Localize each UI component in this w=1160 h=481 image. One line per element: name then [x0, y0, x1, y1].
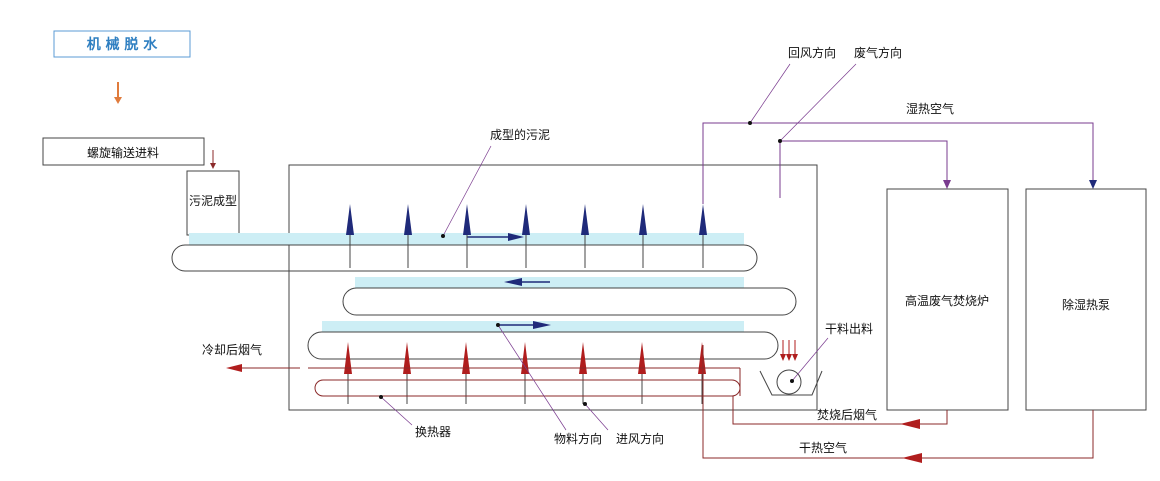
material-arrow-left-2: [504, 278, 522, 286]
heat-exchanger-label: 换热器: [415, 425, 451, 439]
dry-hot-air-arrow: [902, 453, 922, 463]
dry-discharge-arrows: [780, 340, 798, 361]
heat-pump-label: 除湿热泵: [1062, 297, 1110, 312]
conveyor-belt-2: [342, 287, 797, 316]
material-direction-label: 物料方向: [554, 431, 602, 446]
discharge-roller: [776, 369, 802, 395]
mechanical-dewatering-box: [53, 30, 191, 58]
hot-air-updraft-arrows: [344, 342, 706, 404]
discharge-hopper: [759, 370, 823, 396]
exhaust-line: [779, 140, 948, 198]
sludge-forming-box: [186, 170, 240, 236]
sludge-forming-label: 污泥成型: [189, 194, 237, 208]
return-air-direction-label: 回风方向: [788, 45, 836, 60]
humid-hot-air-line: [702, 122, 1094, 204]
heat-exchanger-pipe: [314, 379, 741, 397]
exhaust-arrow: [943, 180, 951, 189]
humid-hot-air-label: 湿热空气: [906, 101, 954, 116]
exhaust-direction-label: 废气方向: [854, 45, 902, 60]
conveyor-belt-3: [307, 331, 779, 360]
incinerator-box: [886, 188, 1009, 411]
after-burn-flue-gas-label: 焚烧后烟气: [817, 407, 877, 422]
dry-hot-air-line: [702, 345, 1094, 459]
formed-sludge-label: 成型的污泥: [490, 127, 550, 142]
after-burn-flue-gas-line: [732, 396, 948, 425]
screw-feed-label: 螺旋输送进料: [87, 145, 159, 160]
process-down-arrowhead: [114, 97, 122, 104]
cooled-flue-gas-arrow: [226, 364, 242, 372]
after-burn-flue-gas-arrow: [900, 419, 920, 429]
inlet-air-direction-label: 进风方向: [616, 431, 664, 446]
material-arrow-right-1: [508, 233, 524, 241]
conveyor-belt-1: [171, 244, 758, 272]
dry-hot-air-label: 干热空气: [799, 440, 847, 455]
cooled-flue-gas-label: 冷却后烟气: [202, 342, 262, 357]
incinerator-label: 高温废气焚烧炉: [905, 293, 989, 308]
mechanical-dewatering-label: 机 械 脱 水: [87, 36, 159, 53]
feed-arrow: [210, 163, 216, 169]
material-arrow-right-3: [533, 321, 551, 329]
heat-pump-box: [1025, 188, 1147, 411]
dry-discharge-label: 干料出料: [825, 322, 873, 336]
humid-air-arrow: [1089, 180, 1097, 189]
screw-feed-box: [42, 137, 205, 166]
exhaust-updraft-arrows: [346, 204, 707, 268]
